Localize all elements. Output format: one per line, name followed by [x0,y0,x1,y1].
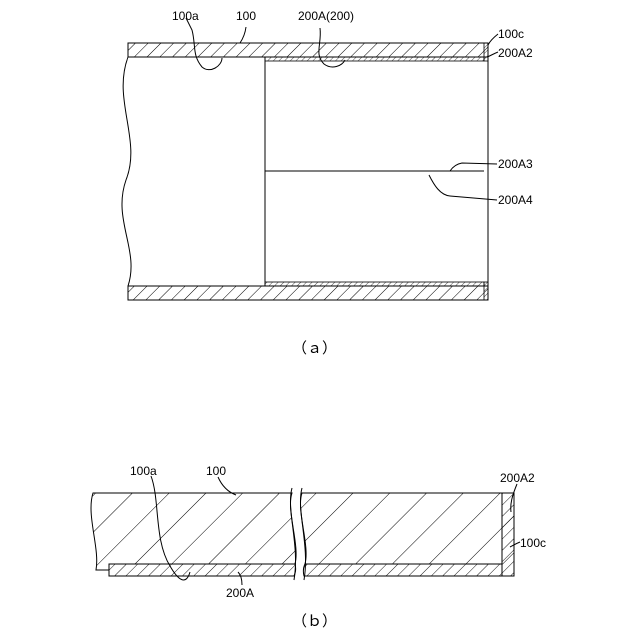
label-200A-a: 200A(200) [298,9,354,23]
label-200A3-a: 200A3 [498,157,533,171]
liner-end-flange-bottom [484,282,488,300]
leader-100c-a [488,34,498,45]
leader-200A3-a [450,163,497,171]
label-100a-b: 100a [130,464,157,478]
label-200A4-a: 200A4 [498,193,533,207]
liner-layer-right [303,564,502,576]
liner-layer-left [109,564,296,576]
label-100-b: 100 [206,464,226,478]
label-100-a: 100 [236,9,256,23]
label-100c-b: 100c [520,536,546,550]
label-200A2-b: 200A2 [500,471,535,485]
leader-200A4-a [429,175,497,200]
liner-top-layer [265,57,484,61]
figure-a: 100a 100 200A(200) 100c 200A2 200A3 200A… [122,9,533,357]
leader-200A2-a [487,52,498,57]
leader-100-b [218,477,236,495]
break-line-left [122,57,131,286]
leader-100-a [240,27,246,43]
label-100c-a: 100c [498,27,524,41]
figure-b: 100a 100 200A2 100c 200A （ｂ） [91,464,546,630]
label-200A2-a: 200A2 [498,46,533,60]
pipe-bottom-wall [128,286,488,300]
pipe-top-wall [128,43,488,57]
liner-end-flange-top [484,43,488,61]
pipe-wall-segment-left [91,493,296,570]
liner-bottom-layer [265,282,484,286]
caption-a: （ａ） [292,340,337,357]
label-200A-b: 200A [226,586,254,600]
caption-b: （ｂ） [292,613,337,630]
label-100a-a: 100a [172,9,199,23]
liner-end-flange [502,493,514,576]
